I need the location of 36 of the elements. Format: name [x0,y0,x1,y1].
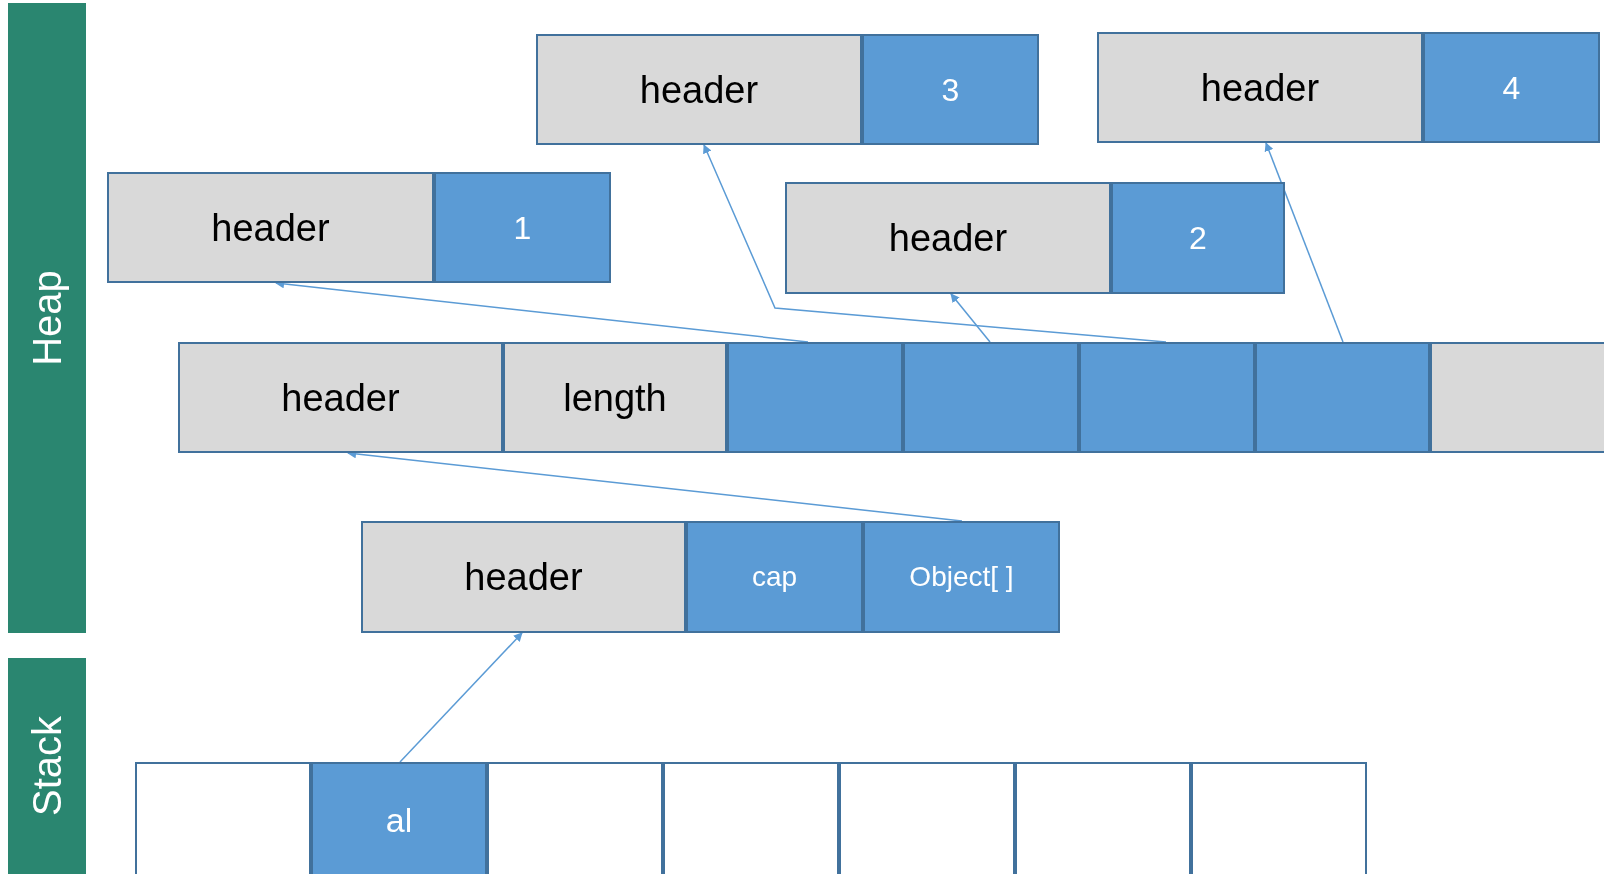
cell-label: Object[ ] [909,563,1014,591]
region-label: Stack [27,716,67,816]
memory-cell [107,172,434,283]
memory-cell [1423,32,1600,143]
memory-cell [311,762,487,874]
pointer-arrow [703,144,1167,343]
cell-label: header [1200,68,1320,107]
pointer-arrow [399,632,523,763]
cell-label: cap [751,563,798,591]
cell-label: al [385,803,413,837]
memory-cell [503,342,727,453]
cell-label: header [639,70,759,109]
memory-cell [785,182,1111,294]
memory-cell [1111,182,1285,294]
memory-cell [863,521,1060,633]
cell-label: header [211,208,330,247]
memory-cell [1097,32,1423,143]
region-label: Heap [27,270,67,366]
memory-cell [862,34,1039,145]
memory-cell [686,521,863,633]
cell-label: 1 [513,211,532,244]
memory-cell [536,34,862,145]
pointer-arrow [950,293,991,343]
memory-cell [178,342,503,453]
region-band [8,658,86,874]
region-band [8,3,86,633]
pointer-arrow [1264,142,1344,343]
cell-label: length [563,378,667,417]
cell-label: header [281,378,400,417]
cell-label: 4 [1502,71,1521,104]
cell-label: 3 [941,73,960,106]
cell-label: header [888,219,1008,257]
memory-cell [434,172,611,283]
memory-cell [361,521,686,633]
cell-label: 2 [1189,222,1207,254]
cell-label: header [464,558,583,596]
